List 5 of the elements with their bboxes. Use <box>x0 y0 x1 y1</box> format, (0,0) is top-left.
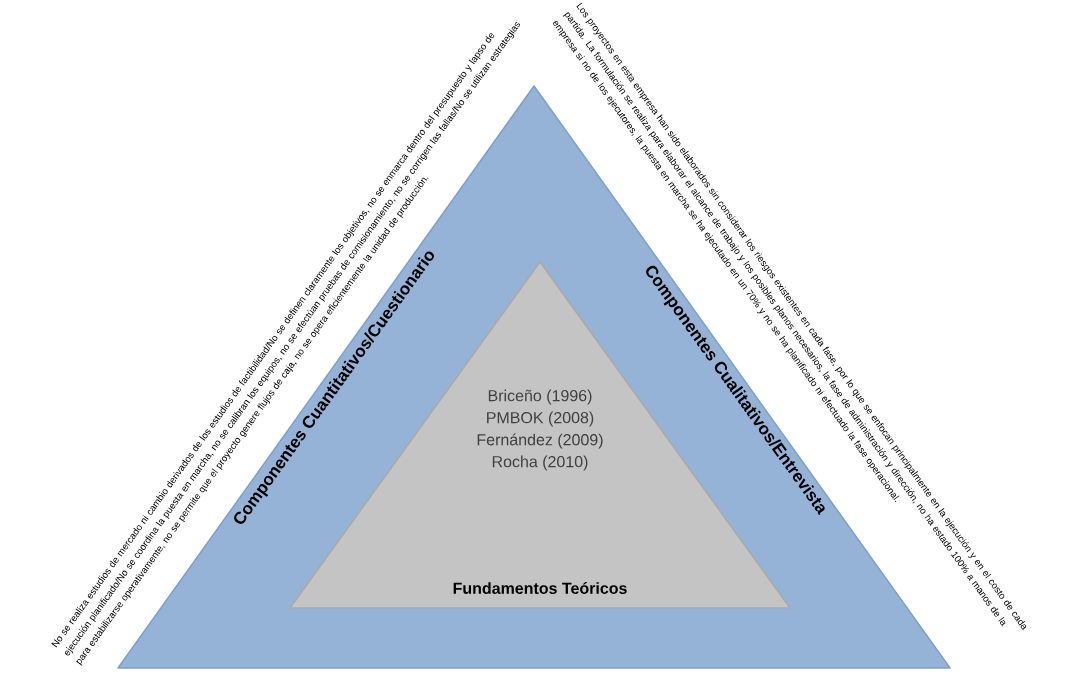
reference-text: Fernández (2009) <box>477 433 603 449</box>
reference-text: Rocha (2010) <box>492 455 588 471</box>
base-label: Fundamentos Teóricos <box>453 582 627 594</box>
reference-text: Briceño (1996) <box>488 389 592 405</box>
reference-text: PMBOK (2008) <box>487 411 594 427</box>
